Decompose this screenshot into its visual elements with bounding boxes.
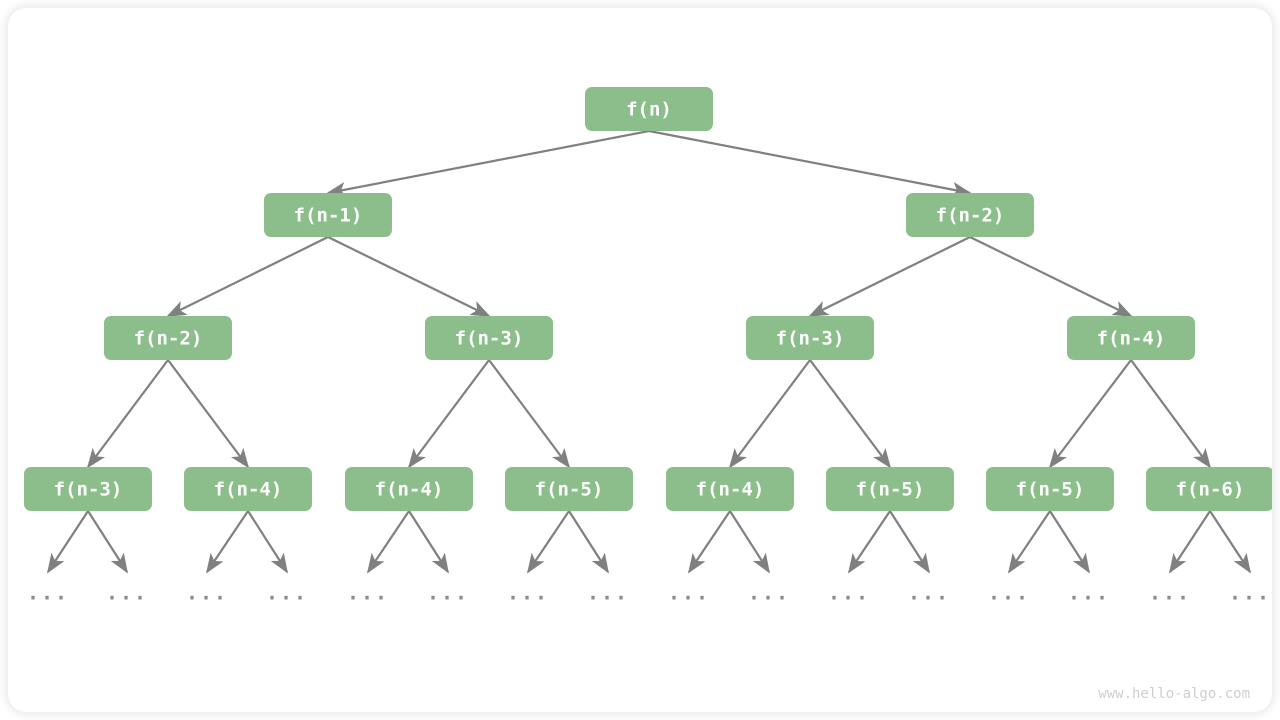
tree-edge [327,236,491,317]
tree-node-label: f(n-5) [1016,479,1085,501]
tree-ellipsis-label: ... [1149,581,1191,605]
tree-node-box [505,467,633,511]
tree-ellipsis-label: ... [908,581,950,605]
tree-node[interactable]: f(n-6) [1146,467,1272,511]
tree-ellipsis-label: ... [1068,581,1110,605]
tree-edge [87,510,128,574]
tree-node-label: f(n-4) [1097,328,1166,350]
tree-edge [729,510,770,574]
tree-node[interactable]: f(n-4) [184,467,312,511]
tree-edge [1048,359,1132,469]
diagram-card: f(n) f(n-1) f(n-2) f(n-2) f(n-3) f(n-3) f(n-4)… [8,8,1272,712]
tree-edge [1049,510,1090,574]
tree-node-box [184,467,312,511]
tree-edge [969,236,1133,317]
tree-node[interactable]: f(n-4) [666,467,794,511]
tree-edge [247,510,288,574]
tree-ellipses: ........................................… [27,581,1271,605]
tree-node-box [345,467,473,511]
tree-ellipsis-label: ... [106,581,148,605]
tree-node-label: f(n-2) [134,328,203,350]
tree-node-label: f(n-4) [375,479,444,501]
tree-edge [488,359,571,469]
tree-ellipsis-label: ... [427,581,469,605]
tree-node[interactable]: f(n-1) [264,193,392,237]
tree-node-box [1146,467,1272,511]
tree-node[interactable]: f(n-5) [505,467,633,511]
tree-edges [47,129,1251,574]
tree-node[interactable]: f(n-4) [1067,316,1195,360]
tree-edge [808,236,971,317]
tree-node[interactable]: f(n-4) [345,467,473,511]
tree-node[interactable]: f(n-5) [986,467,1114,511]
tree-ellipsis-label: ... [587,581,629,605]
tree-node-box [425,316,553,360]
tree-edge [1130,359,1212,469]
tree-edge [166,236,329,317]
tree-edge [206,510,249,574]
tree-edge [407,359,490,469]
tree-node-label: f(n-3) [54,479,123,501]
tree-ellipsis-label: ... [748,581,790,605]
tree-ellipsis-label: ... [507,581,549,605]
tree-node[interactable]: f(n-2) [104,316,232,360]
tree-edge [728,359,811,469]
watermark-label: www.hello-algo.com [1098,686,1250,702]
tree-ellipsis-label: ... [27,581,69,605]
tree-node-label: f(n-1) [294,205,363,227]
tree-node-box [264,193,392,237]
tree-ellipsis-label: ... [266,581,308,605]
tree-node-box [746,316,874,360]
tree-edge [408,510,449,574]
tree-edge [1209,510,1251,574]
tree-node-box [986,467,1114,511]
tree-node-label: f(n-2) [936,205,1005,227]
tree-edge [47,510,89,574]
tree-edge [1008,510,1051,574]
tree-edge [889,510,930,574]
tree-node-box [666,467,794,511]
tree-ellipsis-label: ... [347,581,389,605]
tree-node-box [585,87,713,131]
tree-edge [648,129,972,198]
tree-node-label: f(n-3) [455,328,524,350]
tree-node-box [826,467,954,511]
tree-edge [568,510,609,574]
tree-node-label: f(n-3) [776,328,845,350]
tree-node[interactable]: f(n-3) [24,467,152,511]
tree-node-label: f(n-6) [1176,479,1245,501]
tree-node[interactable]: f(n) [585,87,713,131]
tree-nodes: f(n) f(n-1) f(n-2) f(n-2) f(n-3) f(n-3) f(n-4)… [24,87,1272,511]
tree-ellipsis-label: ... [186,581,228,605]
tree-node-label: f(n-5) [535,479,604,501]
tree-node-label: f(n) [626,99,672,121]
tree-node-box [1067,316,1195,360]
recursion-tree-svg: f(n) f(n-1) f(n-2) f(n-2) f(n-3) f(n-3) f(n-4)… [24,87,1272,702]
tree-edge [809,359,892,469]
tree-ellipsis-label: ... [988,581,1030,605]
tree-edge [527,510,570,574]
tree-edge [367,510,410,574]
tree-edge [848,510,891,574]
tree-edge [326,129,650,198]
tree-node-box [906,193,1034,237]
tree-node[interactable]: f(n-3) [746,316,874,360]
tree-ellipsis-label: ... [1229,581,1271,605]
tree-edge [1169,510,1211,574]
tree-edge [86,359,169,469]
tree-node-box [104,316,232,360]
tree-node[interactable]: f(n-3) [425,316,553,360]
tree-node[interactable]: f(n-2) [906,193,1034,237]
tree-node-label: f(n-4) [696,479,765,501]
tree-node-box [24,467,152,511]
tree-ellipsis-label: ... [668,581,710,605]
tree-node[interactable]: f(n-5) [826,467,954,511]
tree-ellipsis-label: ... [828,581,870,605]
tree-node-label: f(n-4) [214,479,283,501]
tree-edge [167,359,250,469]
tree-edge [688,510,731,574]
tree-node-label: f(n-5) [856,479,925,501]
